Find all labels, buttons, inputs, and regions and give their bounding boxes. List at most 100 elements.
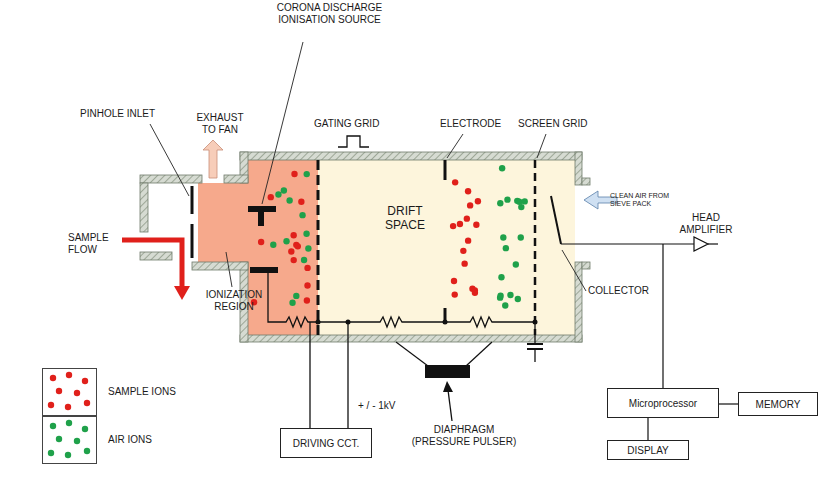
ion-dot — [507, 292, 513, 298]
signal-wire — [561, 237, 718, 388]
ion-dot — [497, 293, 503, 299]
ion-dot — [451, 278, 457, 284]
legend-dots — [43, 417, 96, 463]
process-box: DRIVING CCT. — [280, 428, 372, 458]
ion-dot — [473, 222, 479, 228]
part-label: CLEAN AIR FROM SIEVE PACK — [610, 192, 676, 208]
junction-dot — [316, 320, 538, 325]
gating-grid — [317, 160, 320, 335]
diaphragm — [396, 342, 492, 421]
connector — [719, 403, 738, 404]
ion-dot — [290, 232, 296, 238]
part-label: GATING GRID — [314, 118, 394, 130]
ion-dot — [513, 261, 519, 267]
resistor-chain — [268, 273, 535, 327]
ion-dot — [275, 191, 281, 197]
ion-dot — [50, 375, 56, 381]
ion-dot — [268, 194, 274, 200]
ion-dot — [472, 290, 478, 296]
ion-dot — [499, 165, 505, 171]
part-label: ELECTRODE — [440, 118, 510, 130]
ion-dot — [258, 239, 264, 245]
ion-dot — [298, 199, 304, 205]
ion-dot — [475, 198, 481, 204]
part-label: DIAPHRAGM (PRESSURE PULSER) — [404, 424, 524, 447]
ion-dot — [465, 237, 471, 243]
ion-dot — [82, 426, 88, 432]
ionization-region — [248, 160, 318, 335]
ion-dot — [56, 388, 62, 394]
inlet-chamber — [198, 183, 250, 262]
ion-dot — [457, 221, 463, 227]
screen-grid — [534, 160, 537, 335]
ion-dot — [515, 296, 521, 302]
collector — [551, 196, 561, 244]
part-label: SAMPLE FLOW — [68, 232, 118, 255]
part-label: SCREEN GRID — [518, 118, 598, 130]
exhaust-arrow — [203, 140, 223, 178]
connector — [647, 418, 648, 440]
part-label: EXHAUST TO FAN — [190, 112, 250, 135]
ion-dot — [82, 378, 88, 384]
ion-dot — [74, 390, 80, 396]
ion-dot — [304, 297, 310, 303]
ion-dot — [304, 265, 310, 271]
process-box: DISPLAY — [607, 440, 689, 460]
ion-dot — [84, 448, 90, 454]
ion-dot — [502, 302, 508, 308]
ion-dot — [518, 234, 524, 240]
ion-dot — [500, 234, 506, 240]
ion-dot — [288, 248, 294, 254]
ion-dot — [301, 257, 307, 263]
ion-dot — [467, 202, 473, 208]
ion-dot — [450, 223, 456, 229]
electrode — [444, 160, 447, 322]
ion-dots — [251, 165, 528, 309]
ion-dot — [497, 200, 503, 206]
part-label: HEAD AMPLIFIER — [670, 212, 742, 235]
supply-wire — [310, 322, 348, 428]
ion-dot — [452, 291, 458, 297]
housing — [140, 152, 590, 342]
ion-dot — [289, 300, 295, 306]
ion-dot — [65, 452, 71, 458]
ion-dot — [461, 260, 467, 266]
ion-dot — [291, 257, 297, 263]
box-label: DRIVING CCT. — [293, 438, 360, 449]
ion-dot — [305, 245, 311, 251]
ion-dot — [270, 241, 276, 247]
sample-flow-arrow — [122, 240, 182, 288]
ion-dot — [50, 423, 56, 429]
ion-dot — [283, 238, 289, 244]
part-label: DRIFT SPACE — [372, 205, 438, 233]
ion-dot — [304, 171, 310, 177]
ion-dot — [503, 245, 509, 251]
ion-dot — [65, 404, 71, 410]
ion-dot — [291, 171, 297, 177]
ion-dot — [293, 293, 299, 299]
ion-dot — [452, 179, 458, 185]
process-box: Microprocessor — [607, 388, 719, 418]
sample-flow-arrowhead — [174, 286, 190, 300]
ion-dot — [465, 188, 471, 194]
ion-dot — [516, 199, 522, 205]
ion-dot — [281, 187, 287, 193]
capacitor-symbol — [527, 322, 543, 362]
box-label: MEMORY — [756, 399, 801, 410]
ion-dot — [303, 231, 309, 237]
process-box: MEMORY — [738, 392, 818, 416]
legend-label: SAMPLE IONS — [108, 386, 176, 398]
ion-dot — [48, 450, 54, 456]
ion-dot — [295, 243, 301, 249]
ion-dot — [48, 402, 54, 408]
ion-dot — [504, 196, 510, 202]
ion-dot — [56, 436, 62, 442]
leader-line — [150, 42, 586, 291]
part-label: CORONA DISCHARGE IONISATION SOURCE — [262, 2, 397, 25]
part-label: COLLECTOR — [588, 285, 658, 297]
ion-dot — [464, 215, 470, 221]
ion-dot — [66, 420, 72, 426]
part-label: IONIZATION REGION — [196, 289, 272, 312]
corona-needle — [248, 206, 278, 273]
